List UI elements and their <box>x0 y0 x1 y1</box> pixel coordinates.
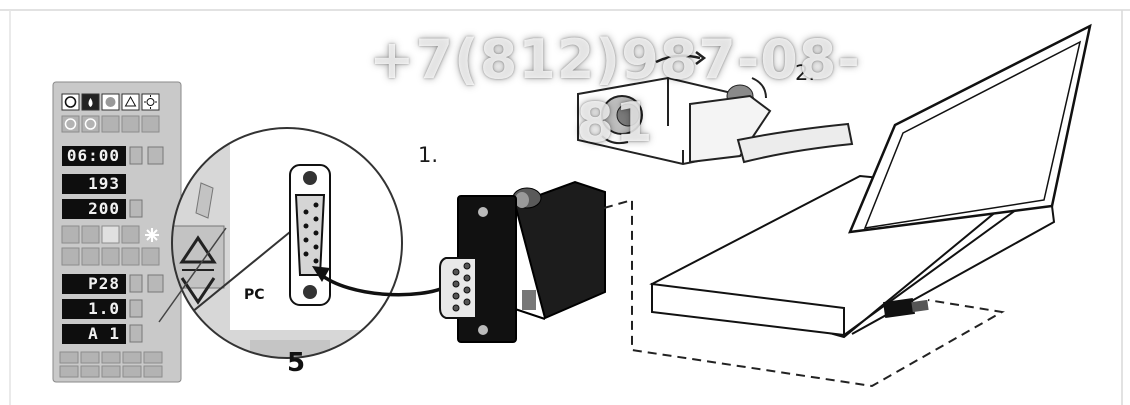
panel-adjust-buttons <box>129 146 164 343</box>
panel-icon-row <box>61 93 160 111</box>
dashed-cable <box>603 198 1005 388</box>
panel-display-program: P28 <box>62 274 126 294</box>
panel-display-setpoint: 200 <box>62 199 126 219</box>
panel-display-actual: 193 <box>62 174 126 194</box>
plug-in-arrow <box>312 266 449 297</box>
panel-function-buttons <box>61 225 160 266</box>
cable-connector-closeup <box>577 51 854 166</box>
magnified-number: 5 <box>287 348 306 378</box>
panel-display-address: A 1 <box>62 324 126 344</box>
snowflake-icon <box>145 228 159 242</box>
panel-display-clock: 06:00 <box>62 146 126 166</box>
magnified-view <box>158 127 403 359</box>
frame <box>0 9 1130 405</box>
serial-adapter <box>439 180 606 343</box>
panel-keypad <box>59 351 163 378</box>
step-1-label: 1. <box>418 143 439 167</box>
pc-serial-port <box>289 164 331 306</box>
laptop <box>649 23 1092 339</box>
pc-port-label: PC <box>244 287 265 303</box>
panel-mode-buttons <box>61 115 160 133</box>
step-2-label: 2. <box>795 61 816 85</box>
panel-display-value: 1.0 <box>62 299 126 319</box>
